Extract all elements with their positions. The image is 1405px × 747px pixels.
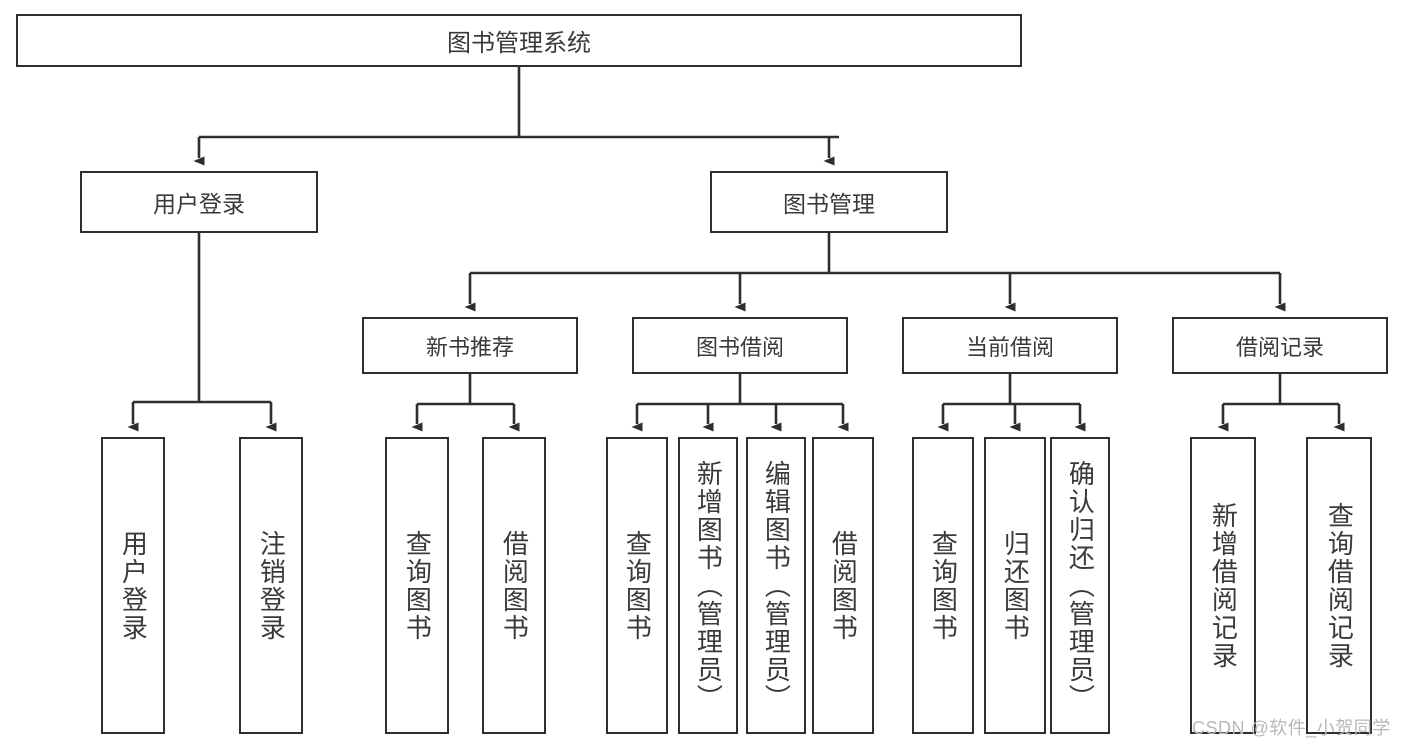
node-label: 编辑图书（管理员） [761,459,792,712]
watermark-credit: CSDN @软件_小贺同学 [1192,718,1391,738]
node-label: 借阅图书 [499,529,530,642]
node-label: 确认归还（管理员） [1065,459,1096,712]
node-leaf-return-book[interactable]: 归还图书 [984,437,1046,734]
node-leaf-query-book-borrow[interactable]: 查询图书 [606,437,668,734]
node-leaf-query-record[interactable]: 查询借阅记录 [1306,437,1372,734]
node-leaf-user-logout[interactable]: 注销登录 [239,437,303,734]
node-leaf-borrow-book-rec[interactable]: 借阅图书 [482,437,546,734]
node-label: 归还图书 [1000,529,1031,642]
node-book-manage[interactable]: 图书管理 [710,171,948,233]
node-user-login[interactable]: 用户登录 [80,171,318,233]
node-label: 查询图书 [928,529,959,642]
node-label: 借阅记录 [1235,334,1324,360]
node-label: 用户登录 [118,529,149,642]
node-label: 图书管理 [783,191,875,217]
node-label: 查询图书 [402,529,433,642]
node-borrow-record[interactable]: 借阅记录 [1172,317,1388,374]
node-leaf-add-book[interactable]: 新增图书（管理员） [678,437,738,734]
node-book-borrow[interactable]: 图书借阅 [632,317,848,374]
node-label: 当前借阅 [965,334,1054,360]
node-label: 用户登录 [153,191,245,217]
node-leaf-query-book-cur[interactable]: 查询图书 [912,437,974,734]
node-current-borrow[interactable]: 当前借阅 [902,317,1118,374]
node-label: 新增图书（管理员） [693,459,724,712]
node-label: 注销登录 [256,529,287,642]
node-label: 借阅图书 [828,529,859,642]
node-root-system[interactable]: 图书管理系统 [16,14,1022,67]
node-leaf-add-record[interactable]: 新增借阅记录 [1190,437,1256,734]
node-leaf-user-login[interactable]: 用户登录 [101,437,165,734]
node-leaf-confirm-return[interactable]: 确认归还（管理员） [1050,437,1110,734]
node-label: 查询借阅记录 [1324,501,1355,670]
node-new-book-rec[interactable]: 新书推荐 [362,317,578,374]
node-leaf-query-book-rec[interactable]: 查询图书 [385,437,449,734]
node-label: 图书借阅 [695,334,784,360]
node-leaf-borrow-book[interactable]: 借阅图书 [812,437,874,734]
node-label: 图书管理系统 [447,30,591,57]
node-leaf-edit-book[interactable]: 编辑图书（管理员） [746,437,806,734]
node-label: 新增借阅记录 [1208,501,1239,670]
node-label: 新书推荐 [425,334,514,360]
node-label: 查询图书 [622,529,653,642]
